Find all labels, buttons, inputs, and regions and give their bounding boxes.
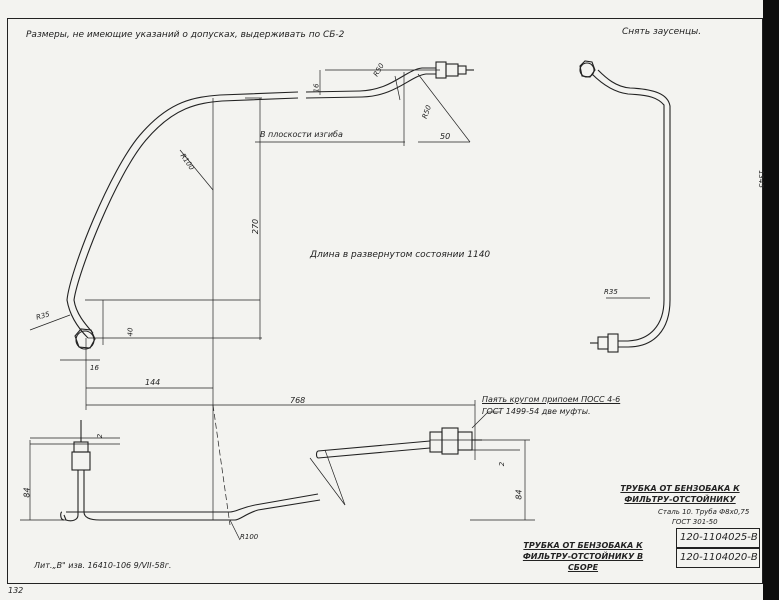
dim-16-top: 16 <box>312 83 321 93</box>
scan-edge <box>763 0 779 600</box>
bottom-side-view-tube <box>20 420 321 541</box>
drawing-frame <box>7 18 763 584</box>
dim-r100-bottom: R100 <box>240 533 259 541</box>
part-number-2: 120-1104020-В <box>680 552 758 563</box>
assembly-name: ТРУБКА ОТ БЕНЗОБАКА К ФИЛЬТРУ-ОТСТОЙНИКУ… <box>522 541 644 572</box>
part-number-box-1: 120-1104025-В <box>676 528 760 548</box>
dim-2-right: 2 <box>498 461 507 467</box>
right-view-tube <box>579 60 671 353</box>
deburr-note: Снять заусенцы. <box>622 27 702 37</box>
dim-84-right: 84 <box>514 489 524 500</box>
part-name: ТРУБКА ОТ БЕНЗОБАКА К ФИЛЬТРУ-ОТСТОЙНИКУ <box>620 484 740 504</box>
dim-2-left: 2 <box>96 433 105 439</box>
page-number: 132 <box>8 586 24 595</box>
part-number-1: 120-1104025-В <box>680 532 758 543</box>
part-number-box-2: 120-1104020-В <box>676 548 760 568</box>
dim-r35-right: R35 <box>604 288 618 296</box>
revision-note: Лит.„В" изв. 16410-106 9/VII-58г. <box>34 561 172 570</box>
solder-note-line2: ГОСТ 1499-54 две муфты. <box>482 407 591 416</box>
dim-16-bottom: 16 <box>90 364 99 372</box>
solder-note-line1: Паять кругом припоем ПОСС 4-6 <box>482 395 621 404</box>
dim-50: 50 <box>440 132 451 141</box>
bend-plane-note: В плоскости изгиба <box>260 130 343 139</box>
material-line1: Сталь 10. Труба Ф8х0,75 <box>658 508 750 516</box>
bottom-incline-view-tube <box>309 411 535 521</box>
dim-144: 144 <box>145 378 161 387</box>
tolerance-note: Размеры, не имеющие указаний о допусках,… <box>26 30 345 40</box>
material-line2: ГОСТ 301-50 <box>672 518 718 526</box>
dimension-lines <box>29 69 476 520</box>
developed-length-note: Длина в развернутом состоянии 1140 <box>310 250 491 260</box>
dim-270: 270 <box>251 218 261 235</box>
dim-40: 40 <box>126 327 135 337</box>
top-right-fitting <box>435 61 474 79</box>
left-fitting <box>74 328 96 350</box>
main-view-tube <box>66 67 436 339</box>
dim-84-left: 84 <box>22 487 32 498</box>
side-mark: 1345 <box>756 170 765 188</box>
dim-768: 768 <box>290 396 306 405</box>
